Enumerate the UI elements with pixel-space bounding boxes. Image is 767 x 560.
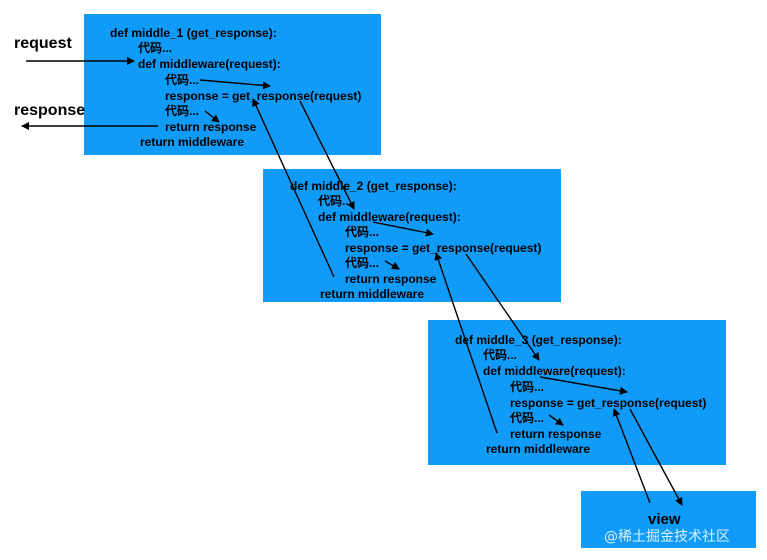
m3-code-3: 代码... <box>510 411 545 425</box>
m3-code-1: 代码... <box>483 348 518 362</box>
m1-arrow-code-to-call <box>199 79 271 90</box>
m3-return-response: return response <box>510 427 602 441</box>
m3-arrow-code-to-call <box>539 376 628 395</box>
view-label: view <box>648 511 681 528</box>
m2-return-middleware: return middleware <box>320 287 425 301</box>
m1-code-2: 代码... <box>165 73 200 87</box>
m2-def-inner: def middleware(request): <box>318 210 461 224</box>
m1-def-inner: def middleware(request): <box>138 57 281 71</box>
watermark: @稀土掘金技术社区 <box>604 529 730 545</box>
arrow-view-to-m3 <box>612 408 651 504</box>
m3-code-2: 代码... <box>510 380 545 394</box>
middleware-2-box <box>263 169 561 302</box>
m3-def-inner: def middleware(request): <box>483 364 626 378</box>
m2-code-1: 代码... <box>318 194 353 208</box>
view-box <box>581 491 756 548</box>
middleware-1-box <box>84 14 381 155</box>
m2-arrow-code-to-return <box>384 260 400 270</box>
request-label: request <box>14 35 72 52</box>
arrow-m2-to-m1 <box>252 98 335 278</box>
m2-response-call: response = get_response(request) <box>345 241 542 255</box>
middleware-3-box <box>428 320 726 465</box>
m1-def-outer: def middle_1 (get_response): <box>110 26 277 40</box>
arrow-m3-to-m2 <box>434 252 498 434</box>
m2-code-2: 代码... <box>345 225 380 239</box>
m2-def-outer: def middle_2 (get_response): <box>290 179 457 193</box>
m1-return-middleware: return middleware <box>140 135 245 149</box>
m2-return-response: return response <box>345 272 437 286</box>
arrow-m2-to-m3 <box>465 253 540 361</box>
m1-arrow-code-to-return <box>204 110 220 123</box>
arrow-m1-to-m2 <box>299 100 355 210</box>
response-label: response <box>14 102 86 119</box>
m2-arrow-code-to-call <box>372 221 434 237</box>
m1-response-call: response = get_response(request) <box>165 89 362 103</box>
m1-return-response: return response <box>165 120 257 134</box>
m3-arrow-code-to-return <box>548 414 564 426</box>
m1-code-3: 代码... <box>165 104 200 118</box>
m1-code-1: 代码... <box>138 41 173 55</box>
m2-code-3: 代码... <box>345 256 380 270</box>
arrow-m3-to-view <box>629 408 683 506</box>
m3-response-call: response = get_response(request) <box>510 396 707 410</box>
m3-def-outer: def middle_3 (get_response): <box>455 333 622 347</box>
m3-return-middleware: return middleware <box>486 442 591 456</box>
